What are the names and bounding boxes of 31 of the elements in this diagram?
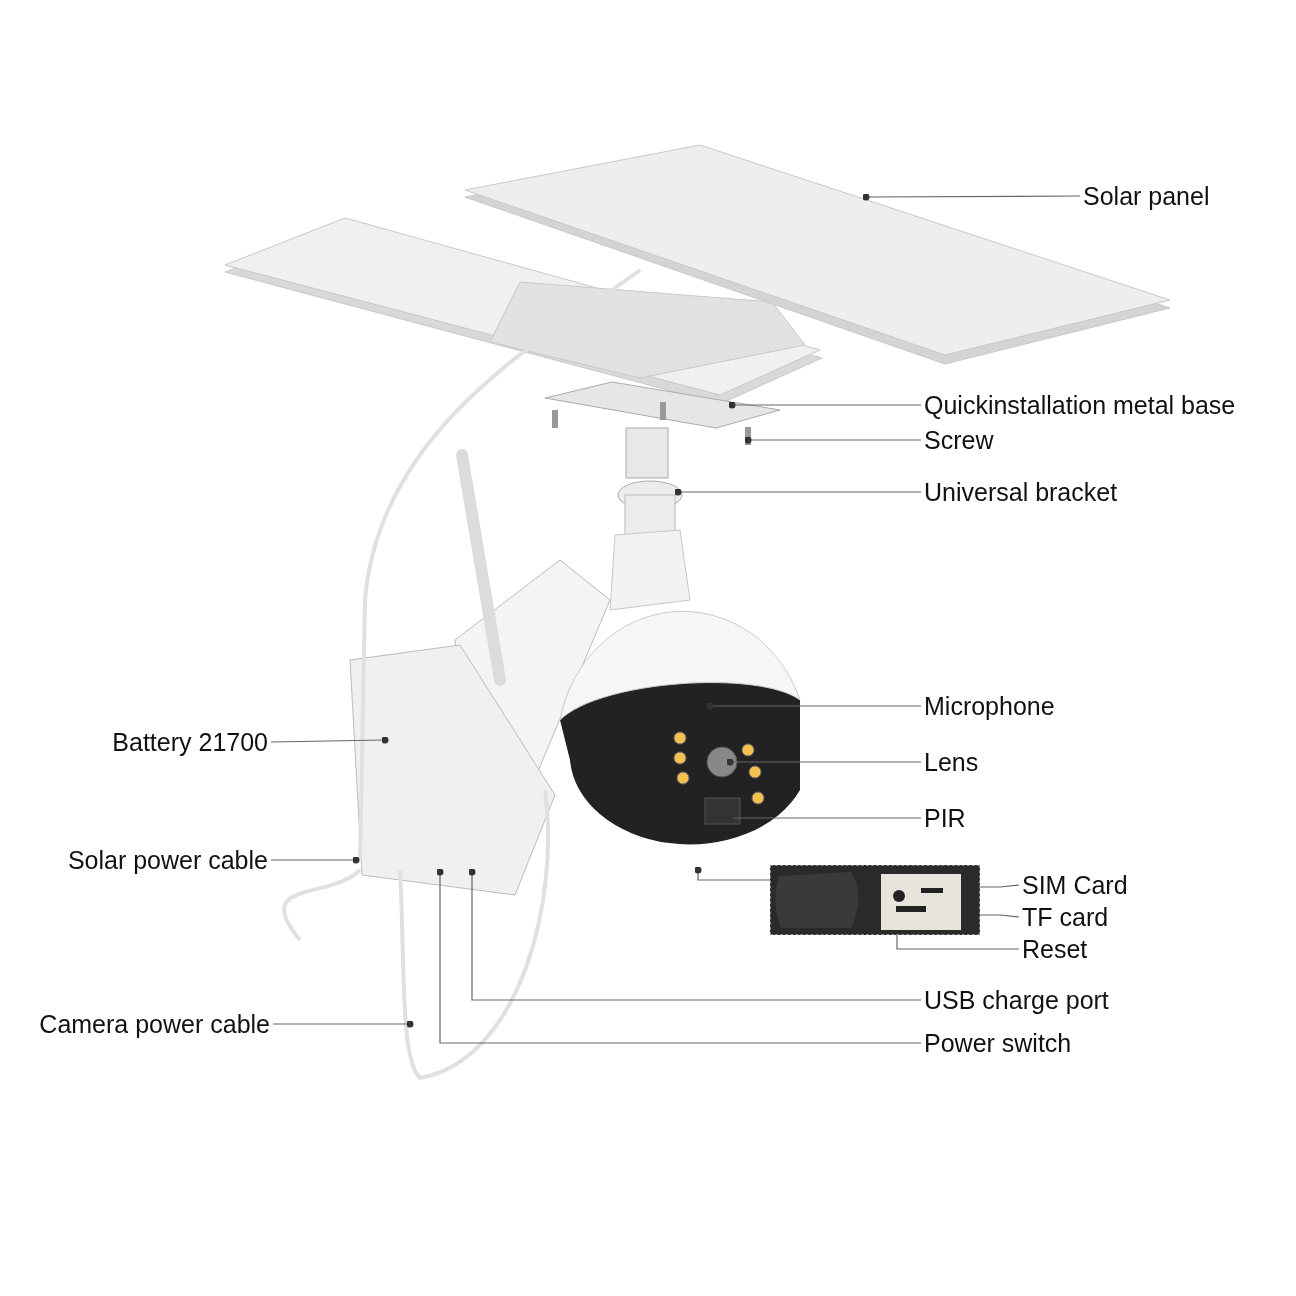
leader-line [468,868,922,1001]
part-label: Reset [1022,934,1088,964]
leader-line [744,436,922,444]
part-label: Solar power cable [67,845,268,875]
leader-line [694,866,771,881]
part-label: PIR [924,803,966,833]
part-label: Solar panel [1083,181,1210,211]
leader-line [726,758,922,766]
leader-line [896,934,1020,950]
leader-line [674,488,922,496]
leader-line [270,856,360,864]
leader-line [436,868,922,1044]
part-label: Camera power cable [39,1009,270,1039]
leader-line [728,401,922,409]
leader-line [270,736,389,744]
part-label: SIM Card [1022,870,1128,900]
part-label: Universal bracket [924,477,1118,507]
leader-line [979,884,1020,888]
photo-placeholder [770,865,980,935]
part-label: Screw [924,425,994,455]
part-label: Lens [924,747,979,777]
leader-line [706,702,922,710]
leader-line [862,193,1081,201]
part-label: Power switch [924,1028,1072,1058]
part-label: Battery 21700 [112,727,268,757]
leader-line [979,914,1020,918]
part-label: Quickinstallation metal base [924,390,1236,420]
part-label: USB charge port [924,985,1109,1015]
part-label: TF card [1022,902,1109,932]
leader-line [272,1020,414,1028]
part-label: Microphone [924,691,1055,721]
